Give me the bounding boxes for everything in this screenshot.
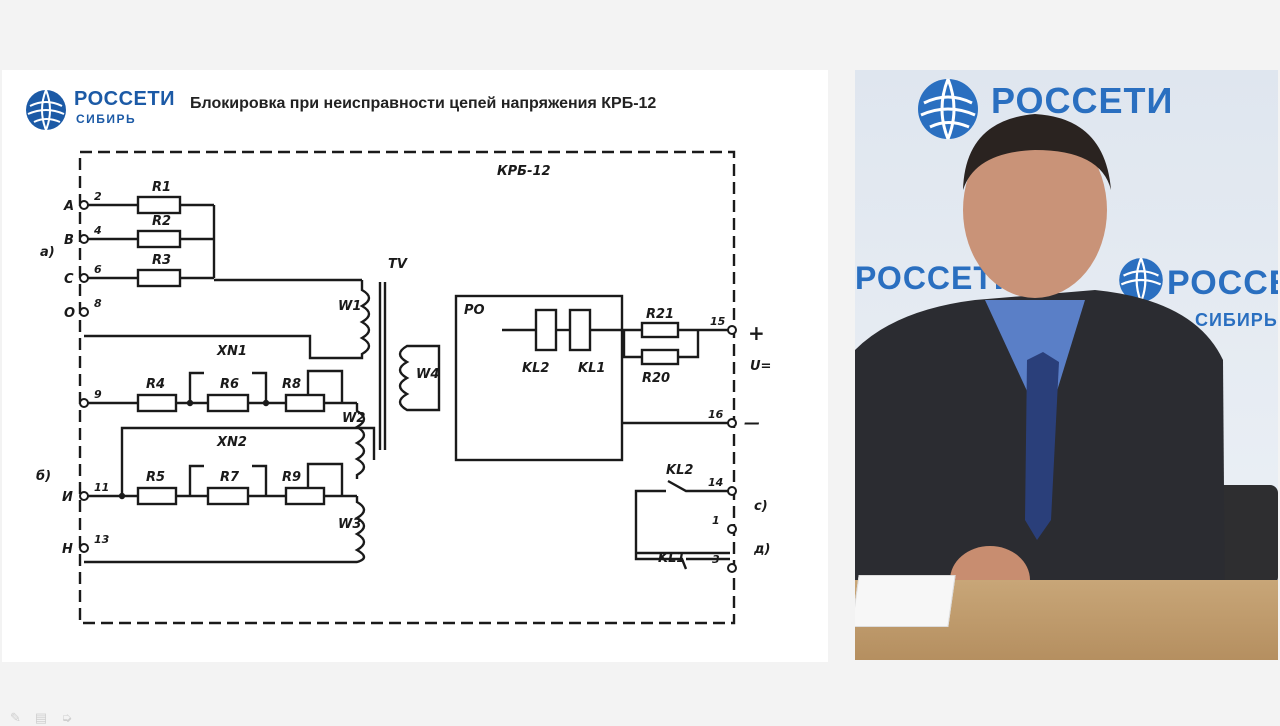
slide-title: Блокировка при неисправности цепей напря… — [190, 95, 657, 112]
label-r8: R8 — [282, 377, 301, 392]
label-r5: R5 — [146, 470, 165, 485]
label-r4: R4 — [146, 377, 165, 392]
pin-11: 11 — [94, 481, 109, 494]
label-relay-block: РО — [464, 303, 485, 318]
pin-2: 2 — [94, 190, 102, 203]
pin-1: 1 — [712, 514, 720, 527]
presentation-slide: РОССЕТИ СИБИРЬ Блокировка при неисправно… — [2, 70, 828, 725]
label-w3: W3 — [338, 517, 361, 532]
pin-4: 4 — [93, 224, 102, 237]
label-r7: R7 — [220, 470, 240, 485]
terminal-a: A — [63, 199, 74, 214]
pin-15: 15 — [710, 315, 726, 328]
rosseti-globe-icon — [918, 78, 978, 140]
brand-name: РОССЕТИ — [74, 88, 175, 110]
terminal-c: C — [64, 272, 74, 287]
group-c-label: с) — [754, 499, 768, 514]
polarity-minus: — — [744, 413, 760, 432]
pin-16: 16 — [708, 408, 724, 421]
label-r9: R9 — [282, 470, 301, 485]
pin-9: 9 — [94, 388, 102, 401]
speaker-figure — [855, 114, 1225, 620]
pin-13: 13 — [94, 533, 110, 546]
device-label: КРБ-12 — [497, 164, 551, 179]
polarity-plus: + — [748, 321, 765, 345]
slide-header: РОССЕТИ СИБИРЬ Блокировка при неисправно… — [2, 70, 828, 140]
rosseti-globe-icon — [26, 89, 66, 131]
terminal-n: Н — [62, 542, 73, 557]
pen-icon[interactable]: ✎ — [10, 710, 21, 725]
label-r1: R1 — [152, 180, 171, 195]
backdrop-brand-region: СИБИРЬ — [1195, 310, 1278, 330]
label-r3: R3 — [152, 253, 171, 268]
group-b-label: б) — [36, 469, 51, 484]
pointer-icon[interactable]: ➭ — [61, 710, 73, 725]
label-r20: R20 — [642, 371, 670, 386]
label-kl2-coil: KL2 — [522, 361, 549, 376]
pin-14: 14 — [708, 476, 723, 489]
brand-region: СИБИРЬ — [76, 112, 137, 126]
slides-icon[interactable]: ▤ — [34, 710, 48, 725]
pin-3: 3 — [712, 553, 720, 566]
backdrop-brand-name-3: РОССЕТИ — [1167, 264, 1278, 302]
group-d-label: д) — [753, 542, 770, 557]
slide-toolbar: ✎ ▤ ➭ — [10, 710, 72, 726]
label-r2: R2 — [152, 214, 171, 229]
label-kl2-contact: KL2 — [666, 463, 693, 478]
circuit-schematic: КРБ-12 A B C O И Н 2 4 6 8 9 11 13 15 16… — [36, 150, 771, 625]
label-w1: W1 — [338, 299, 361, 314]
label-xn2: XN2 — [216, 435, 247, 450]
backdrop-brand-name: РОССЕТИ — [991, 80, 1174, 121]
voltage-label: U= — [750, 359, 771, 374]
label-kl1-contact: KL1 — [658, 551, 685, 566]
paper-sheet — [855, 575, 956, 627]
label-kl1-coil: KL1 — [578, 361, 605, 376]
rosseti-globe-icon — [1119, 257, 1163, 303]
speaker-video: РОССЕТИ РОССЕТИ РОССЕТИ СИБИРЬ — [855, 70, 1278, 660]
label-w2: W2 — [342, 411, 365, 426]
label-r21: R21 — [646, 307, 674, 322]
pin-8: 8 — [94, 297, 102, 310]
terminal-o: O — [64, 306, 75, 321]
terminal-b: B — [64, 233, 74, 248]
label-tv: TV — [388, 257, 408, 272]
label-xn1: XN1 — [216, 344, 247, 359]
group-a-label: а) — [40, 245, 55, 260]
label-r6: R6 — [220, 377, 239, 392]
pin-6: 6 — [94, 263, 102, 276]
label-w4: W4 — [416, 367, 439, 382]
terminal-i: И — [62, 490, 73, 505]
